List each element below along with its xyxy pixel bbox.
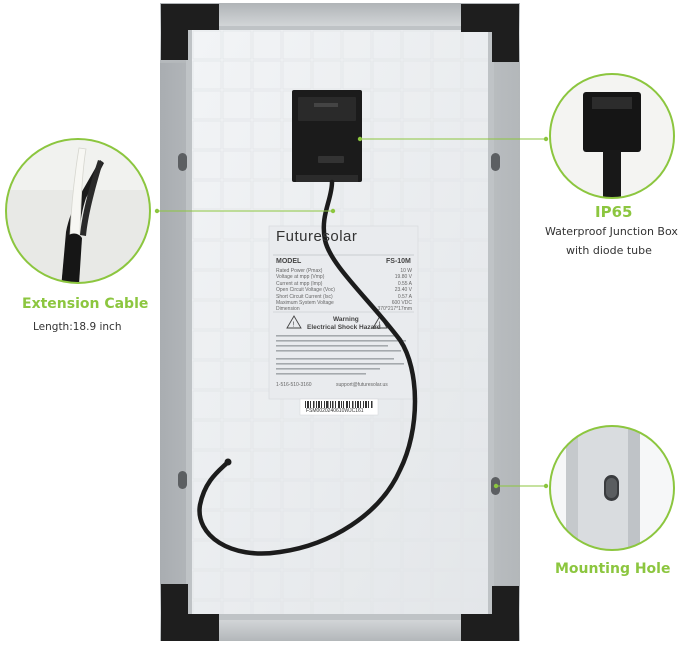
label-phone: 1-516-510-3160: [276, 382, 312, 388]
callout-cable-description: Length:18.9 inch: [33, 321, 122, 333]
spec-value: 370*217*17mm: [377, 306, 412, 313]
callout-junction-box-line1: Waterproof Junction Box: [545, 225, 678, 238]
label-serial: FSM0020240610WJC161: [306, 408, 364, 414]
mounting-hole-closeup: [550, 426, 674, 550]
spec-value: 10 W: [400, 268, 412, 274]
mounting-hole-top-right: [491, 153, 500, 171]
spec-name: Open Circuit Voltage (Voc): [276, 287, 335, 294]
spec-value: 0.57 A: [397, 293, 412, 300]
corner-protector-br: [461, 586, 519, 641]
label-warning-title: Warning: [333, 316, 359, 323]
spec-name: Maximum System Voltage: [276, 300, 334, 307]
label-spec-names: Rated Power (Pmax) Voltage at mpp (Vmp) …: [276, 268, 356, 313]
label-model-value: FS-10M: [386, 258, 411, 265]
spec-name: Dimension: [276, 306, 300, 313]
label-email: support@futuresolar.us: [336, 382, 388, 388]
spec-value: 23.40 V: [394, 287, 412, 294]
corner-protector-tl: [161, 4, 219, 60]
spec-name: Short Circuit Current (Isc): [276, 293, 333, 300]
mounting-hole-top-left: [178, 153, 187, 171]
mounting-hole-bottom-left: [178, 471, 187, 489]
label-brand: Futuresolar: [276, 228, 358, 245]
fine-print: [276, 335, 406, 375]
cable-closeup-ring: [5, 138, 151, 284]
spec-name: Voltage at mpp (Vmp): [276, 274, 325, 281]
corner-protector-tr: [461, 4, 519, 62]
mounting-hole-closeup-ring: [549, 425, 675, 551]
warning-triangle-icon: [286, 315, 302, 329]
label-spec-values: 10 W 19.80 V 0.55 A 23.40 V 0.57 A 600 V…: [356, 268, 412, 313]
spec-value: 19.80 V: [394, 274, 412, 281]
spec-name: Rated Power (Pmax): [276, 268, 323, 274]
barcode: [305, 401, 373, 408]
callout-mounting-hole-title: Mounting Hole: [555, 561, 671, 577]
junction-box-closeup-ring: [549, 73, 675, 199]
label-model-heading: MODEL: [276, 258, 302, 265]
corner-protector-bl: [161, 584, 219, 641]
cable-closeup: [6, 139, 150, 283]
extension-cable: [197, 179, 418, 556]
spec-value: 600 VDC: [391, 300, 412, 307]
callout-cable-title: Extension Cable: [22, 296, 149, 312]
svg-text:!: !: [379, 322, 381, 329]
callout-junction-box-line2: with diode tube: [566, 244, 652, 257]
junction-box-closeup: [550, 74, 674, 198]
callout-junction-box-title: IP65: [595, 203, 633, 221]
label-warning-subtitle: Electrical Shock Hazard: [307, 324, 381, 331]
spec-name: Current at mpp (Imp): [276, 280, 323, 287]
svg-text:!: !: [293, 322, 295, 329]
spec-value: 0.55 A: [397, 280, 412, 287]
